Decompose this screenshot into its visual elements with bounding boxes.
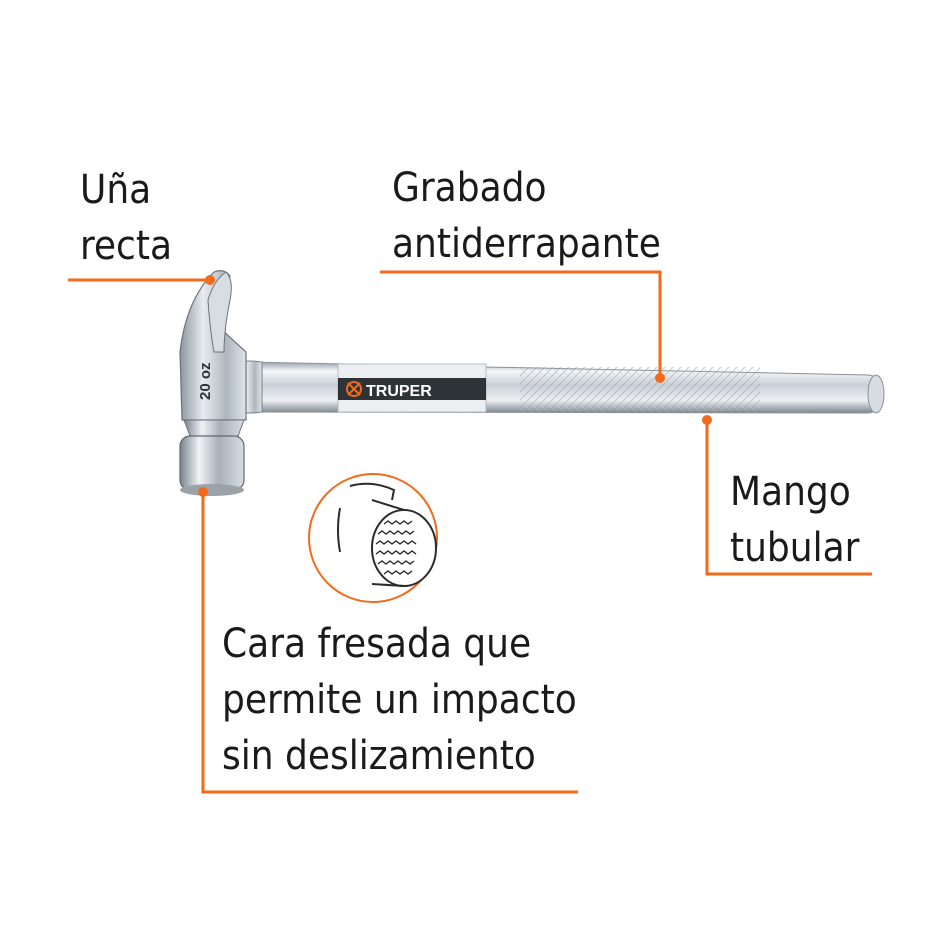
label-mango-line1: Mango — [730, 469, 851, 515]
callout-mango — [705, 420, 872, 576]
label-cara-fresada: Cara fresada que permite un impacto sin … — [222, 616, 577, 784]
label-grabado-line2: antiderrapante — [392, 221, 661, 267]
label-mango-line2: tubular — [730, 525, 860, 571]
callout-dots — [198, 275, 712, 497]
callout-dot-grabado — [655, 373, 665, 383]
truper-logo-icon — [346, 381, 362, 397]
knurled-grip — [520, 367, 760, 411]
label-una-recta: Uña recta — [80, 162, 172, 274]
hammer-head: 20 oz — [179, 270, 247, 421]
straight-claw — [207, 271, 232, 353]
label-cara-line1: Cara fresada que — [222, 621, 532, 667]
callout-dot-una — [205, 275, 215, 285]
callout-grabado — [380, 270, 662, 376]
brand-band: TRUPER — [337, 363, 487, 413]
label-mango-tubular: Mango tubular — [730, 464, 859, 576]
label-una-recta-line2: recta — [80, 223, 172, 269]
label-cara-line3: sin deslizamiento — [222, 733, 536, 779]
label-grabado-antiderrapante: Grabado antiderrapante — [392, 160, 661, 272]
callout-lines — [68, 270, 872, 794]
callout-cara — [201, 492, 578, 794]
weight-mark: 20 oz — [197, 362, 214, 400]
callout-dot-cara — [198, 487, 208, 497]
milled-face-detail — [308, 473, 438, 603]
brand-text: TRUPER — [366, 383, 432, 400]
label-grabado-line1: Grabado — [392, 165, 547, 211]
milled-face — [179, 419, 245, 496]
label-cara-line2: permite un impacto — [222, 677, 577, 723]
label-una-recta-line1: Uña — [80, 167, 152, 213]
callout-dot-mango — [702, 415, 712, 425]
